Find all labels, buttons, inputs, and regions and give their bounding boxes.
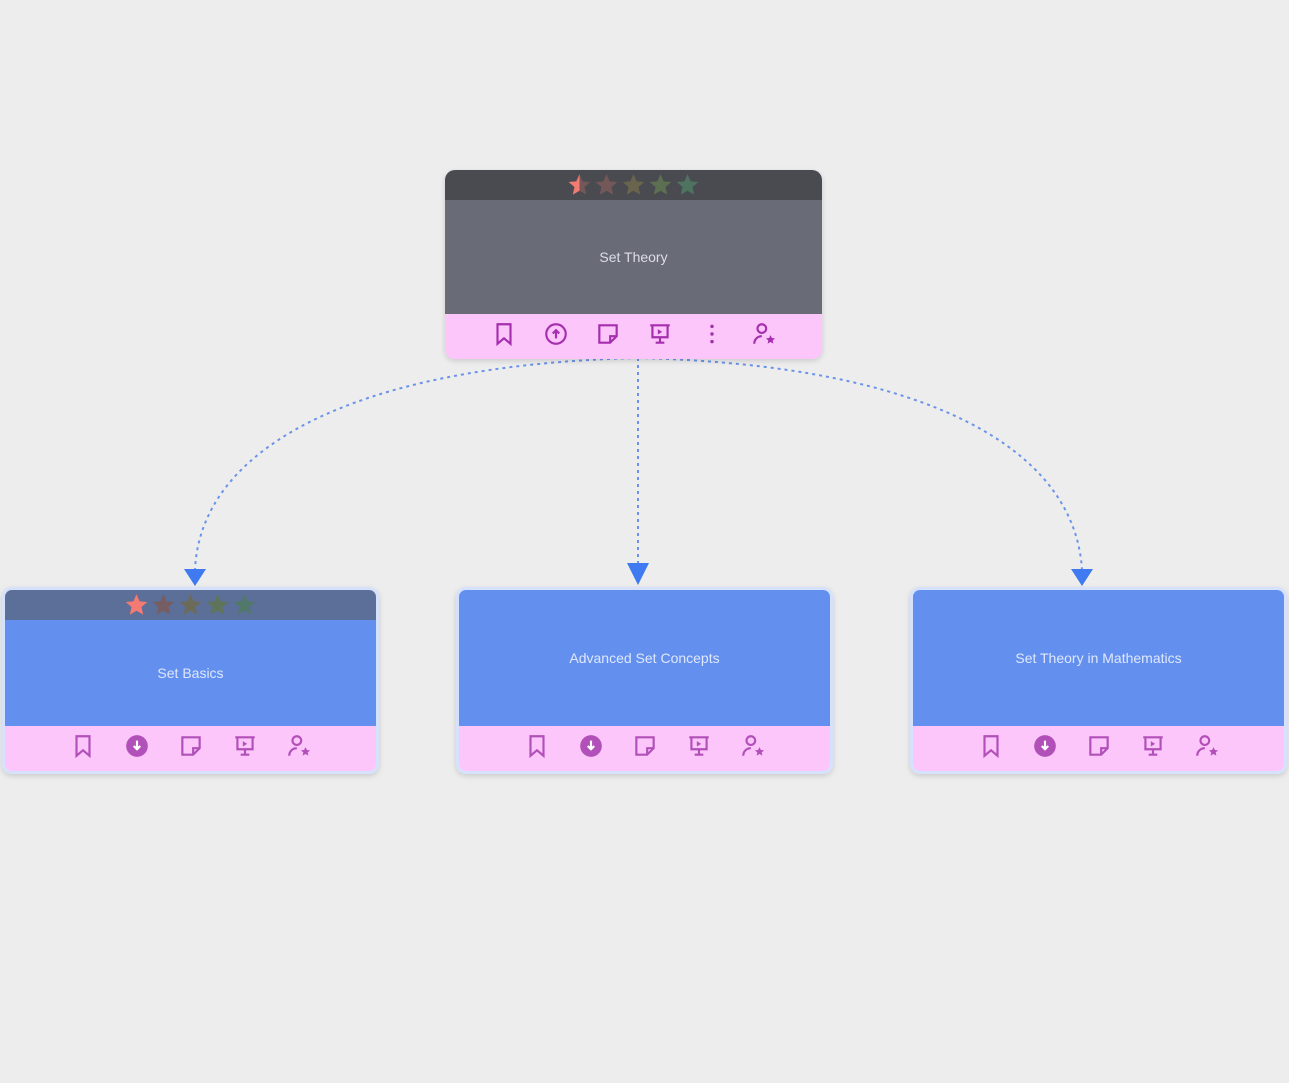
- arrowhead: [627, 563, 649, 585]
- user-star-icon[interactable]: [740, 733, 766, 764]
- star-icon[interactable]: [123, 592, 150, 618]
- sticky-note-icon[interactable]: [1086, 733, 1112, 764]
- arrowhead: [1071, 569, 1093, 586]
- star-icon[interactable]: [674, 172, 701, 198]
- star-icon[interactable]: [620, 172, 647, 198]
- rating-stars[interactable]: [5, 590, 376, 620]
- edge-root-to-set-basics: [194, 357, 639, 571]
- more-vertical-icon[interactable]: [699, 321, 725, 352]
- node-title: Advanced Set Concepts: [569, 650, 720, 666]
- bookmark-icon[interactable]: [524, 733, 550, 764]
- star-icon[interactable]: [647, 172, 674, 198]
- star-icon[interactable]: [204, 592, 231, 618]
- presentation-icon[interactable]: [647, 321, 673, 352]
- bookmark-icon[interactable]: [70, 733, 96, 764]
- user-star-icon[interactable]: [1194, 733, 1220, 764]
- user-star-icon[interactable]: [286, 733, 312, 764]
- node-title: Set Basics: [157, 665, 224, 681]
- presentation-icon[interactable]: [1140, 733, 1166, 764]
- download-circle-icon[interactable]: [124, 733, 150, 764]
- upload-circle-icon[interactable]: [543, 321, 569, 352]
- sticky-note-icon[interactable]: [595, 321, 621, 352]
- node-set-theory-in-mathematics[interactable]: Set Theory in Mathematics: [910, 587, 1287, 774]
- node-advanced-set-concepts[interactable]: Advanced Set Concepts: [456, 587, 833, 774]
- node-set-basics[interactable]: Set Basics: [2, 587, 379, 774]
- sticky-note-icon[interactable]: [632, 733, 658, 764]
- bookmark-icon[interactable]: [491, 321, 517, 352]
- star-icon[interactable]: [150, 592, 177, 618]
- user-star-icon[interactable]: [751, 321, 777, 352]
- star-icon[interactable]: [231, 592, 258, 618]
- rating-stars[interactable]: [445, 170, 822, 200]
- star-icon[interactable]: [566, 172, 593, 198]
- sticky-note-icon[interactable]: [178, 733, 204, 764]
- download-circle-icon[interactable]: [1032, 733, 1058, 764]
- node-root[interactable]: Set Theory: [445, 170, 822, 359]
- star-icon[interactable]: [177, 592, 204, 618]
- download-circle-icon[interactable]: [578, 733, 604, 764]
- node-title: Set Theory in Mathematics: [1015, 650, 1182, 666]
- presentation-icon[interactable]: [232, 733, 258, 764]
- star-icon[interactable]: [593, 172, 620, 198]
- bookmark-icon[interactable]: [978, 733, 1004, 764]
- arrowhead: [184, 569, 206, 586]
- node-title: Set Theory: [599, 249, 668, 265]
- presentation-icon[interactable]: [686, 733, 712, 764]
- edge-root-to-mathematics: [637, 357, 1083, 571]
